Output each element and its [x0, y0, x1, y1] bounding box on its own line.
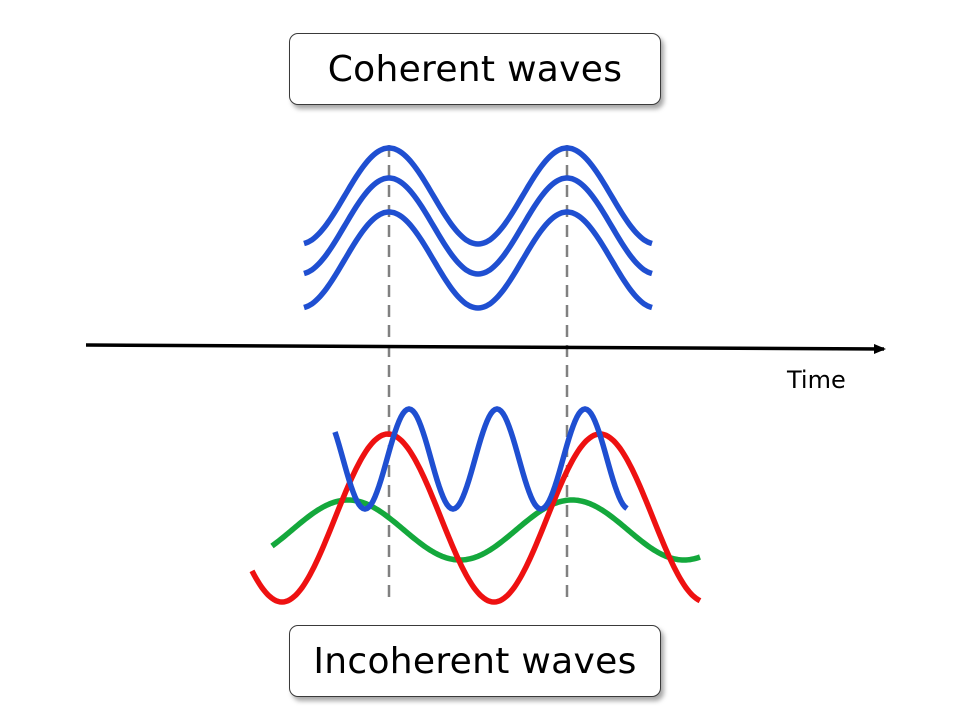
incoherent-waves — [249, 406, 702, 605]
time-axis — [85, 343, 886, 354]
incoherent-waves-label: Incoherent waves — [313, 640, 637, 682]
coherent-wave-middle — [303, 175, 653, 277]
incoherent-wave-blue — [332, 406, 629, 512]
incoherent-wave-red — [249, 431, 702, 605]
coherent-waves — [303, 145, 653, 311]
coherent-waves-label-box: Coherent waves — [289, 33, 661, 105]
coherent-wave-bottom — [303, 209, 653, 311]
coherent-waves-label: Coherent waves — [327, 48, 623, 90]
incoherent-waves-label-box: Incoherent waves — [289, 625, 661, 697]
time-axis-label: Time — [786, 366, 846, 394]
coherent-wave-top — [303, 145, 653, 247]
